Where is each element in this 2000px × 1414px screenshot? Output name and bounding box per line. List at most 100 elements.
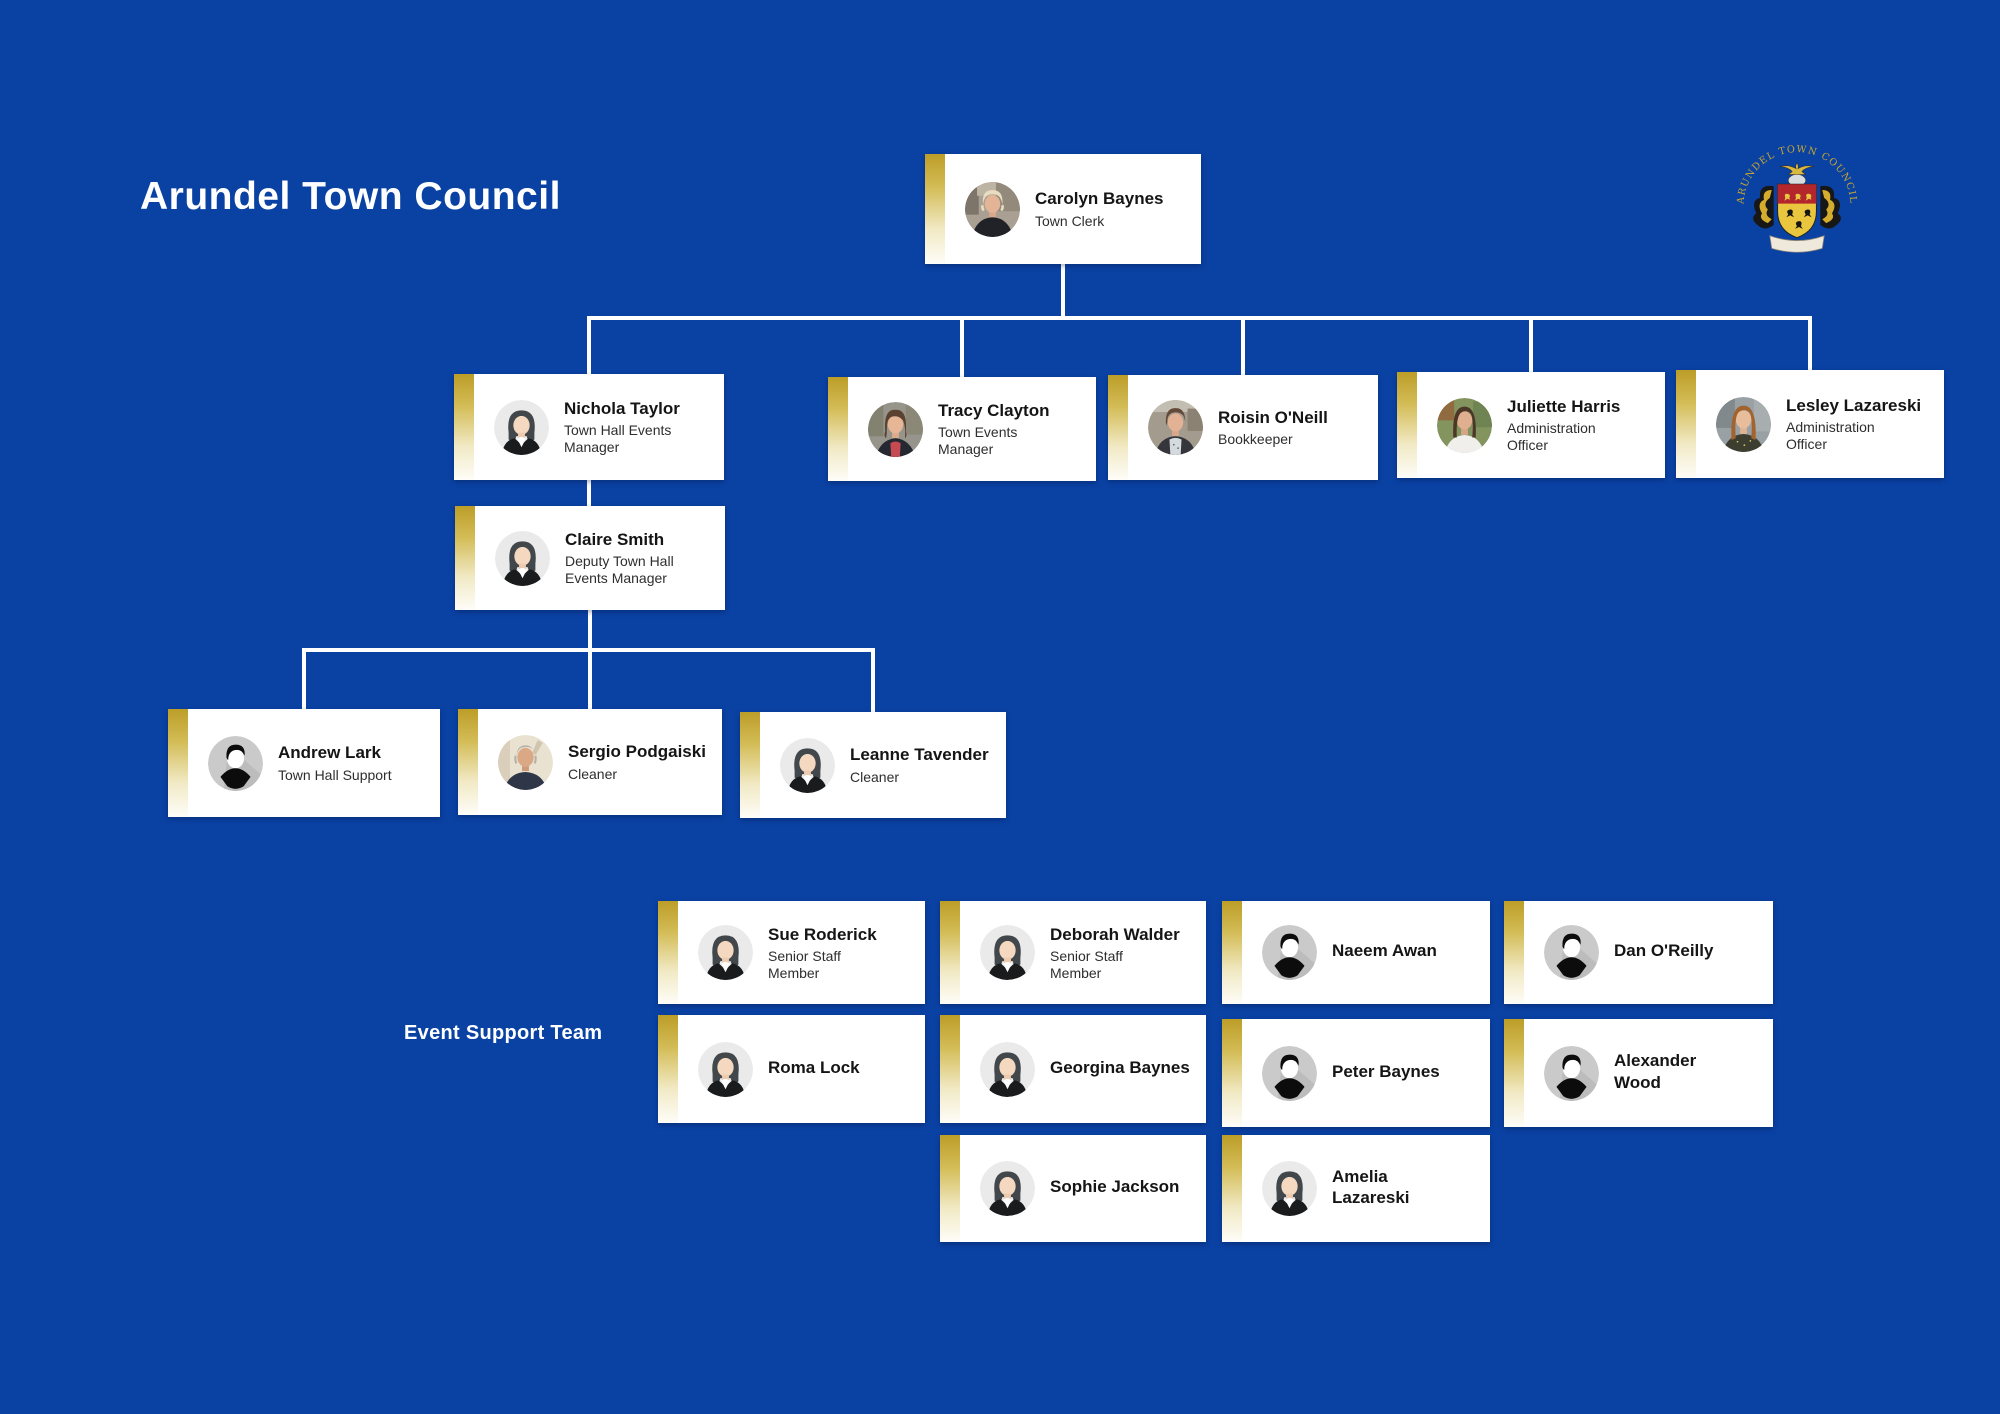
person-name: Lesley Lazareski xyxy=(1786,396,1922,416)
person-avatar-icon xyxy=(698,925,753,980)
person-avatar-icon xyxy=(980,925,1035,980)
person-name: Nichola Taylor xyxy=(564,399,680,419)
person-avatar-icon xyxy=(1262,1161,1317,1216)
card-accent-strip xyxy=(940,1135,960,1242)
org-card-claire-smith: Claire Smith Deputy Town Hall Events Man… xyxy=(455,506,725,610)
person-name: Claire Smith xyxy=(565,530,665,550)
person-avatar-icon xyxy=(494,400,549,455)
org-card-tracy-clayton: Tracy Clayton Town Events Manager xyxy=(828,377,1096,481)
person-name: Naeem Awan xyxy=(1332,941,1437,961)
person-title: Senior Staff Member xyxy=(1050,947,1123,981)
card-accent-strip xyxy=(1397,372,1417,478)
team-card-deborah-walder: Deborah Walder Senior Staff Member xyxy=(940,901,1206,1004)
person-title: Deputy Town Hall Events Manager xyxy=(565,553,674,587)
card-accent-strip xyxy=(740,712,760,818)
person-avatar-icon xyxy=(208,736,263,791)
person-name: Sue Roderick xyxy=(768,924,877,944)
event-support-team-label: Event Support Team xyxy=(404,1022,603,1044)
person-title: Town Clerk xyxy=(1035,212,1105,229)
person-name: Roisin O'Neill xyxy=(1218,407,1328,427)
person-title: Bookkeeper xyxy=(1218,431,1293,448)
person-name: Deborah Walder xyxy=(1050,924,1180,944)
arundel-town-council-crest: ARUNDEL TOWN COUNCIL xyxy=(1735,144,1857,253)
org-card-leanne-tavender: Leanne Tavender Cleaner xyxy=(740,712,1006,818)
person-avatar-icon xyxy=(1544,1046,1599,1101)
card-accent-strip xyxy=(658,901,678,1004)
card-accent-strip xyxy=(168,709,188,817)
person-name: Alexander Wood xyxy=(1614,1051,1697,1092)
connector-drop-tracy xyxy=(960,316,964,377)
person-name: Roma Lock xyxy=(768,1057,860,1077)
crest-icon xyxy=(1753,162,1841,253)
card-accent-strip xyxy=(828,377,848,481)
person-name: Juliette Harris xyxy=(1507,397,1621,417)
connector-root xyxy=(1061,264,1065,320)
card-accent-strip xyxy=(1676,370,1696,478)
card-accent-strip xyxy=(455,506,475,610)
person-avatar-icon xyxy=(698,1042,753,1097)
person-avatar-icon xyxy=(1262,1046,1317,1101)
person-photo-icon xyxy=(1437,398,1492,453)
org-card-roisin-oneill: Roisin O'Neill Bookkeeper xyxy=(1108,375,1378,480)
card-accent-strip xyxy=(1108,375,1128,480)
org-card-andrew-lark: Andrew Lark Town Hall Support xyxy=(168,709,440,817)
team-card-dan-oreilly: Dan O'Reilly xyxy=(1504,901,1773,1004)
person-title: Administration Officer xyxy=(1786,419,1875,453)
card-accent-strip xyxy=(925,154,945,264)
person-name: Tracy Clayton xyxy=(938,401,1050,421)
org-card-sergio-podgaiski: Sergio Podgaiski Cleaner xyxy=(458,709,722,815)
org-card-nichola-taylor: Nichola Taylor Town Hall Events Manager xyxy=(454,374,724,480)
org-card-carolyn-baynes: Carolyn Baynes Town Clerk xyxy=(925,154,1201,264)
person-name: Leanne Tavender xyxy=(850,745,989,765)
connector-claire-bus xyxy=(588,608,592,652)
team-card-naeem-awan: Naeem Awan xyxy=(1222,901,1490,1004)
person-name: Carolyn Baynes xyxy=(1035,189,1164,209)
connector-drop-nichola xyxy=(587,316,591,374)
person-name: Dan O'Reilly xyxy=(1614,941,1714,961)
person-photo-icon xyxy=(498,735,553,790)
person-name: Andrew Lark xyxy=(278,743,381,763)
connector-nichola-claire xyxy=(587,478,591,506)
connector-drop-lesley xyxy=(1808,316,1812,370)
person-name: Amelia Lazareski xyxy=(1332,1166,1410,1207)
team-card-peter-baynes: Peter Baynes xyxy=(1222,1019,1490,1127)
person-title: Senior Staff Member xyxy=(768,947,841,981)
team-card-alexander-wood: Alexander Wood xyxy=(1504,1019,1773,1127)
person-title: Town Hall Support xyxy=(278,766,392,783)
team-card-georgina-baynes: Georgina Baynes xyxy=(940,1015,1206,1123)
team-card-amelia-lazareski: Amelia Lazareski xyxy=(1222,1135,1490,1242)
card-accent-strip xyxy=(1504,901,1524,1004)
connector-drop-roisin xyxy=(1241,316,1245,375)
person-avatar-icon xyxy=(980,1161,1035,1216)
team-card-sue-roderick: Sue Roderick Senior Staff Member xyxy=(658,901,925,1004)
person-title: Town Hall Events Manager xyxy=(564,422,672,456)
person-title: Cleaner xyxy=(850,768,900,785)
connector-drop-sergio xyxy=(588,648,592,709)
person-avatar-icon xyxy=(780,738,835,793)
person-avatar-icon xyxy=(1544,925,1599,980)
connector-drop-andrew xyxy=(302,648,306,709)
person-title: Administration Officer xyxy=(1507,420,1596,454)
card-accent-strip xyxy=(940,1015,960,1123)
person-name: Sergio Podgaiski xyxy=(568,742,706,762)
connector-bus-level2 xyxy=(587,316,1812,320)
team-card-roma-lock: Roma Lock xyxy=(658,1015,925,1123)
team-card-sophie-jackson: Sophie Jackson xyxy=(940,1135,1206,1242)
card-accent-strip xyxy=(1222,1135,1242,1242)
card-accent-strip xyxy=(940,901,960,1004)
person-name: Georgina Baynes xyxy=(1050,1057,1190,1077)
person-photo-icon xyxy=(965,182,1020,237)
card-accent-strip xyxy=(1222,901,1242,1004)
person-avatar-icon xyxy=(1262,925,1317,980)
card-accent-strip xyxy=(658,1015,678,1123)
connector-drop-leanne xyxy=(871,648,875,712)
person-photo-icon xyxy=(1716,397,1771,452)
person-name: Sophie Jackson xyxy=(1050,1177,1180,1197)
org-card-juliette-harris: Juliette Harris Administration Officer xyxy=(1397,372,1665,478)
person-photo-icon xyxy=(1148,400,1203,455)
card-accent-strip xyxy=(1504,1019,1524,1127)
person-title: Town Events Manager xyxy=(938,424,1018,458)
org-card-lesley-lazareski: Lesley Lazareski Administration Officer xyxy=(1676,370,1944,478)
card-accent-strip xyxy=(458,709,478,815)
card-accent-strip xyxy=(454,374,474,480)
